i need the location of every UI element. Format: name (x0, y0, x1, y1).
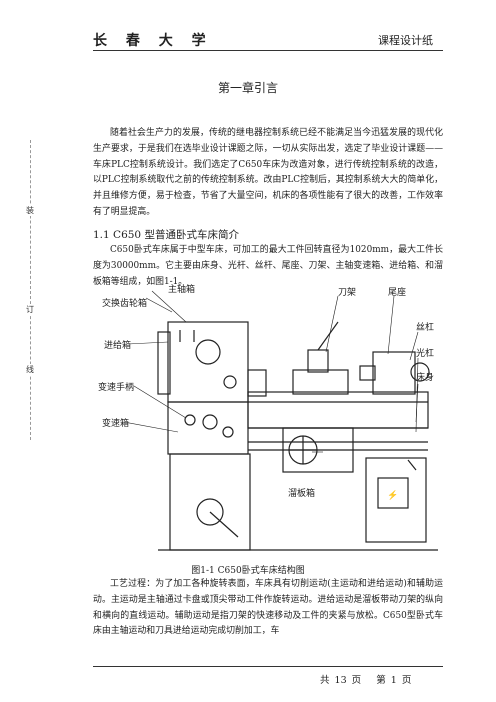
binding-mark-zhuang: 装 (26, 205, 34, 216)
label-bed: 床身 (416, 371, 434, 383)
bed-shape (247, 391, 429, 429)
label-speed-box: 变速箱 (102, 417, 129, 429)
binding-mark-ding: 订 (26, 304, 34, 315)
label-tool-rest: 刀架 (338, 287, 356, 298)
left-pedestal (169, 453, 251, 551)
chapter-title: 第一章引言 (217, 81, 278, 95)
footer-total-label: 共 (320, 675, 330, 686)
footer-total-pages: 13 (334, 675, 347, 686)
right-pedestal (365, 457, 427, 543)
feedbox-shape (167, 401, 249, 455)
footer-page-unit: 页 (351, 675, 362, 686)
label-feed-rod: 光杠 (416, 347, 434, 359)
label-change-gear-box: 交换齿轮箱 (102, 297, 147, 309)
lathe-diagram: ⚡ 主轴箱 交换齿轮箱 进给箱 变速手柄 变速箱 刀架 尾座 丝杠 光杠 床身 … (98, 283, 438, 551)
footer-page-unit-2: 页 (401, 675, 412, 686)
university-name: 长 春 大 学 (93, 33, 213, 49)
page-footer: 共 13 页 第 1 页 (320, 672, 411, 686)
label-spindle-box: 主轴箱 (168, 283, 195, 295)
binding-mark-xian: 线 (26, 364, 34, 375)
apron-shape (282, 427, 354, 473)
footer-page-number: 1 (390, 675, 397, 686)
label-feed-box: 进给箱 (104, 339, 131, 351)
section-paragraph: C650卧式车床属于中型车床，可加工的最大工件回转直径为1020mm，最大工件长… (93, 245, 443, 287)
header-divider (93, 50, 443, 51)
footer-page-label: 第 (376, 675, 386, 686)
figure-caption: 图1-1 C650卧式车床结构图 (191, 566, 305, 576)
binding-line (30, 140, 31, 440)
label-apron: 溜板箱 (288, 487, 315, 499)
intro-paragraph: 随着社会生产力的发展，传统的继电器控制系统已经不能满足当今迅猛发展的现代化生产要… (93, 128, 443, 217)
label-lead-screw: 丝杠 (416, 321, 434, 333)
document-type: 课程设计纸 (378, 34, 433, 47)
svg-text:⚡: ⚡ (387, 489, 398, 501)
label-tailstock: 尾座 (388, 286, 406, 298)
footer-divider (93, 666, 443, 667)
section-heading: 1.1 C650 型普通卧式车床简介 (93, 229, 239, 241)
process-paragraph: 工艺过程：为了加工各种旋转表面，车床具有切削运动(主运动和进给运动)和辅助运动。… (93, 579, 443, 637)
label-speed-handle: 变速手柄 (98, 381, 134, 393)
tailstock-shape (372, 351, 416, 395)
